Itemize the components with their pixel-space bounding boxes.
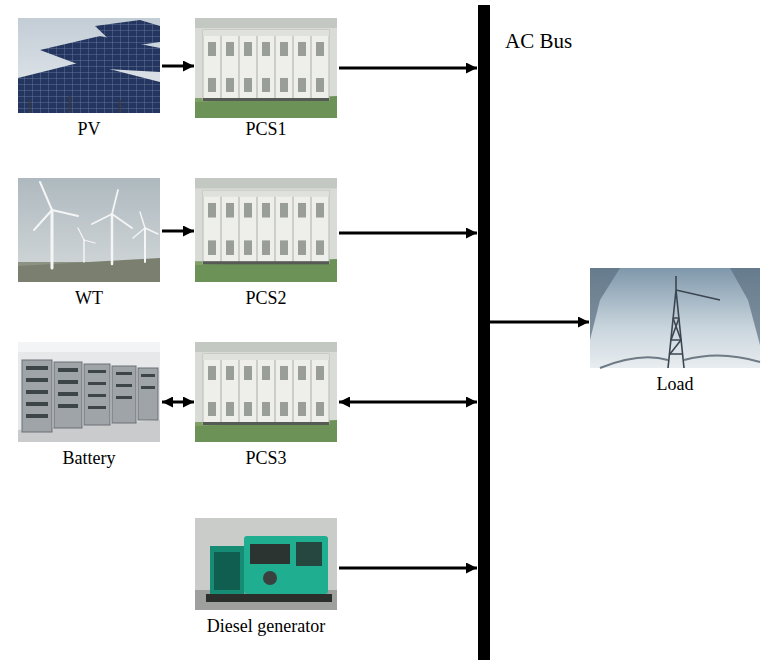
pcs-photo — [195, 342, 337, 442]
wind-turbine-node: WT — [18, 178, 160, 309]
bidirectional-arrow — [339, 401, 477, 404]
component-label: PCS2 — [195, 287, 337, 309]
power-flow-arrow — [162, 230, 194, 233]
power-flow-arrow — [339, 232, 477, 235]
load-node: Load — [590, 268, 760, 395]
wind-turbine-photo — [18, 178, 160, 282]
power-flow-arrow — [339, 567, 477, 570]
diesel-generator-node: Diesel generator — [195, 518, 337, 637]
ac-bus: AC Bus — [478, 5, 490, 660]
pcs-photo — [195, 178, 337, 282]
power-flow-arrow — [162, 65, 194, 68]
component-label: PCS3 — [195, 447, 337, 469]
pcs-node: PCS2 — [195, 178, 337, 309]
component-label: Diesel generator — [195, 615, 337, 637]
battery-photo — [18, 342, 160, 442]
component-label: Load — [590, 373, 760, 395]
bus-label: AC Bus — [505, 30, 572, 52]
pcs-node: PCS1 — [195, 18, 337, 140]
battery-node: Battery — [18, 342, 160, 469]
component-label: PV — [18, 118, 160, 140]
component-label: WT — [18, 287, 160, 309]
bidirectional-arrow — [162, 401, 194, 404]
pv-node: PV — [18, 18, 160, 140]
component-label: Battery — [18, 447, 160, 469]
power-flow-arrow — [339, 67, 477, 70]
component-label: PCS1 — [195, 118, 337, 140]
pcs-photo — [195, 18, 337, 118]
load-photo — [590, 268, 760, 368]
pv-photo — [18, 18, 160, 113]
diesel-generator-photo — [195, 518, 337, 610]
power-flow-arrow — [490, 321, 589, 324]
pcs-node: PCS3 — [195, 342, 337, 469]
